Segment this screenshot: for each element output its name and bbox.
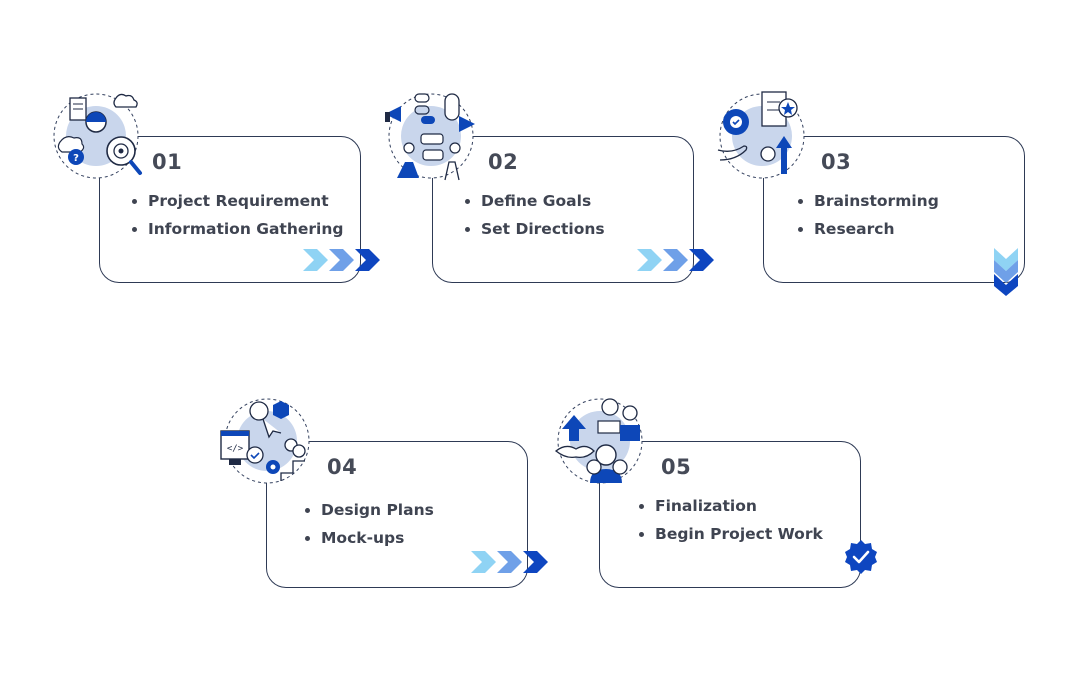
brainstorming-icon: [714, 88, 810, 184]
step-item: Set Directions: [462, 215, 605, 243]
chevron-right-arrows-icon: [637, 249, 715, 276]
step-item: Finalization: [636, 492, 823, 520]
requirements-research-icon: ?: [50, 88, 146, 184]
step-number: 04: [327, 455, 358, 479]
check-badge-icon: [843, 539, 879, 580]
step-item: Information Gathering: [129, 215, 343, 243]
step-number: 05: [661, 455, 692, 479]
step-items: Project Requirement Information Gatherin…: [129, 187, 343, 243]
step-item: Research: [795, 215, 939, 243]
goals-directions-icon: [383, 88, 479, 184]
svg-text:</>: </>: [227, 444, 244, 454]
step-item: Define Goals: [462, 187, 605, 215]
step-item: Begin Project Work: [636, 520, 823, 548]
step-items: Define Goals Set Directions: [462, 187, 605, 243]
step-item: Project Requirement: [129, 187, 343, 215]
step-items: Brainstorming Research: [795, 187, 939, 243]
step-card: [763, 136, 1025, 283]
chevron-right-arrows-icon: [303, 249, 381, 276]
chevron-right-arrows-icon: [471, 551, 549, 578]
step-items: Design Plans Mock-ups: [302, 496, 434, 552]
step-items: Finalization Begin Project Work: [636, 492, 823, 548]
step-item: Brainstorming: [795, 187, 939, 215]
svg-text:?: ?: [73, 153, 79, 164]
step-number: 03: [821, 150, 852, 174]
chevron-down-arrows-icon: [994, 248, 1018, 301]
step-number: 01: [152, 150, 183, 174]
step-item: Mock-ups: [302, 524, 434, 552]
step-card: [599, 441, 861, 588]
finalization-icon: [550, 393, 646, 489]
step-item: Design Plans: [302, 496, 434, 524]
design-plans-icon: </>: [217, 393, 313, 489]
step-number: 02: [488, 150, 519, 174]
